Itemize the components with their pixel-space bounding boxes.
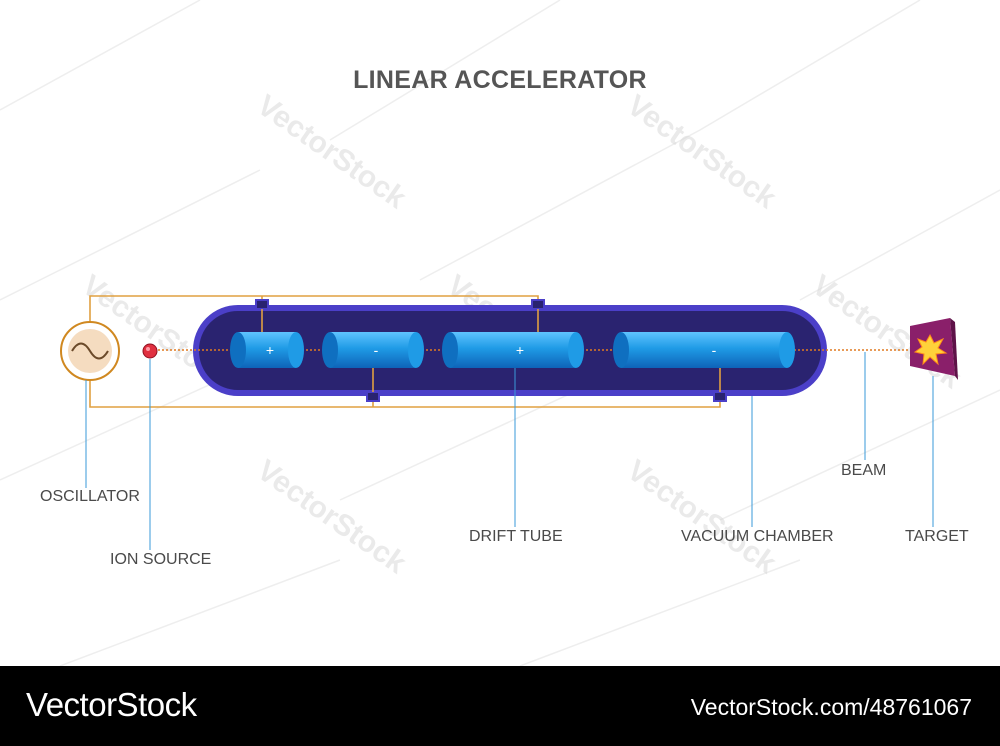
drift-tube-3 xyxy=(442,332,584,368)
footer-image-reference[interactable]: VectorStock.com/48761067 xyxy=(690,694,972,720)
label-oscillator: OSCILLATOR xyxy=(40,488,140,505)
label-vacuum-chamber: VACUUM CHAMBER xyxy=(681,528,834,545)
watermark-text: VectorStock xyxy=(251,454,412,581)
drift-tube-1 xyxy=(230,332,304,368)
footer-bar: VectorStock VectorStock.com/48761067 xyxy=(0,666,1000,746)
tube-sign-3: + xyxy=(516,342,524,358)
label-ion-source: ION SOURCE xyxy=(110,551,212,568)
target-icon xyxy=(910,318,958,380)
footer-brand-logo[interactable]: VectorStock xyxy=(26,686,197,723)
watermark-text: VectorStock xyxy=(621,454,782,581)
tube-sign-1: + xyxy=(266,342,274,358)
drift-tube-4 xyxy=(613,332,795,368)
ion-source-icon xyxy=(142,343,158,359)
oscillator-icon xyxy=(60,321,120,381)
linac-diagram: VectorStock VectorStock VectorStock Vect… xyxy=(0,0,1000,666)
watermark-text: VectorStock xyxy=(251,89,412,216)
tube-sign-2: - xyxy=(374,342,379,358)
leader-lines xyxy=(85,352,934,550)
label-beam: BEAM xyxy=(841,462,887,479)
tube-sign-4: - xyxy=(712,342,717,358)
impact-burst-icon xyxy=(913,333,948,366)
diagram-title: LINEAR ACCELERATOR xyxy=(353,66,647,94)
terminal-leads xyxy=(261,309,721,392)
label-drift-tube: DRIFT TUBE xyxy=(469,528,563,545)
watermark-text: VectorStock xyxy=(621,89,782,216)
label-target: TARGET xyxy=(905,528,969,545)
drift-tube-2 xyxy=(322,332,424,368)
watermark-lines xyxy=(0,0,1000,666)
